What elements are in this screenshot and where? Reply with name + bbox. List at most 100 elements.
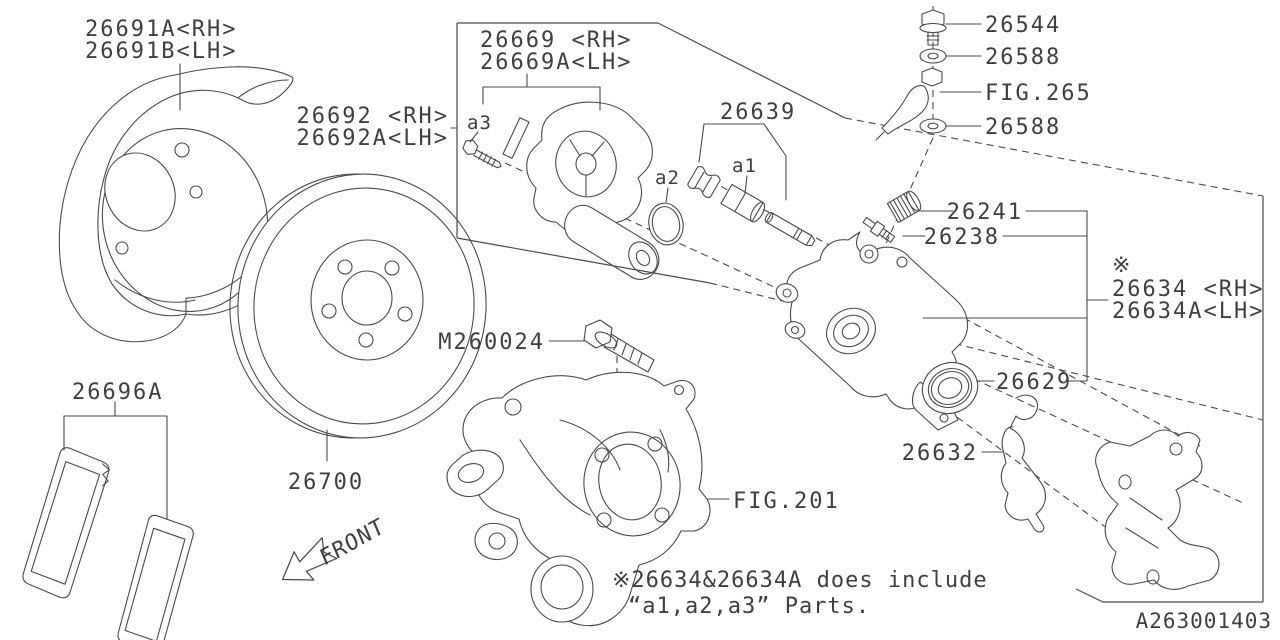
pad-outer-lining-line xyxy=(30,461,101,585)
caliper-bleeder-boss xyxy=(896,256,908,268)
callout-a2: a2 xyxy=(655,167,680,189)
knuckle-flange-hole-2 xyxy=(647,436,663,452)
label-26669-lh: 26669A<LH> xyxy=(480,50,632,75)
label-26629: 26629 xyxy=(996,370,1072,395)
knuckle-rib-2 xyxy=(519,439,591,516)
knuckle-flange-hole-3 xyxy=(654,507,670,523)
caliper-piston-bore-outer xyxy=(826,307,876,355)
knuckle-hub-cylinder xyxy=(530,555,594,623)
part-labels: 26691A<RH> 26691B<LH> 26669 <RH> 26669A<… xyxy=(72,13,1271,633)
support-bracket-rib-1 xyxy=(1129,497,1163,521)
label-26588-upper: 26588 xyxy=(985,45,1061,70)
washer-26588-lower-drawing xyxy=(919,118,947,134)
knuckle-rib-3 xyxy=(659,429,670,473)
boot-body xyxy=(687,165,721,198)
oring-inner xyxy=(651,206,681,242)
pin-sleeve-drawing xyxy=(720,183,766,223)
label-26691-lh: 26691B<LH> xyxy=(85,39,237,64)
washer-lower-inner xyxy=(927,122,939,130)
actuator-gear xyxy=(555,130,617,198)
knuckle-flange-hole-4 xyxy=(596,512,612,528)
front-arrow-label: FRONT xyxy=(317,514,389,572)
screw-a3-head xyxy=(462,139,479,155)
rotor-braking-surface-edge xyxy=(253,187,475,425)
label-26238: 26238 xyxy=(924,225,1000,250)
bolt-flange xyxy=(594,331,618,349)
cap-knurling xyxy=(889,193,916,222)
washer-lower-outer xyxy=(919,118,947,134)
pad-inner-outline xyxy=(117,514,194,640)
label-26639: 26639 xyxy=(720,100,796,125)
label-26544: 26544 xyxy=(985,13,1061,38)
shim-strip xyxy=(502,117,530,159)
label-m260024: M260024 xyxy=(438,330,545,355)
actuator-gear-spokes xyxy=(569,139,605,197)
banjo-bolt-flange xyxy=(919,22,947,34)
pad-outer-outline xyxy=(22,447,110,599)
boot-seal-mid1 xyxy=(927,368,973,408)
leader-26639-bracket xyxy=(698,123,787,201)
knuckle-flange-hole-1 xyxy=(594,447,610,463)
hose-curved-arm xyxy=(881,85,929,135)
backing-plate-detail-arc-1 xyxy=(114,279,196,303)
backing-plate-face-ring xyxy=(101,128,269,312)
knuckle-top-right-boss-hole xyxy=(673,384,685,396)
label-fig201: FIG.201 xyxy=(733,489,840,514)
pin-end xyxy=(764,211,774,224)
support-bracket-hole-1 xyxy=(1118,474,1132,490)
label-26241: 26241 xyxy=(947,200,1023,225)
bleeder-hex xyxy=(869,220,886,237)
label-26696a: 26696A xyxy=(72,380,163,405)
support-bracket-rib-2 xyxy=(1125,527,1159,549)
washer-26588-upper-drawing xyxy=(919,48,947,64)
leader-a3 xyxy=(469,131,479,143)
caliper-body-outline xyxy=(785,231,969,410)
caliper-ear-upper xyxy=(775,283,799,303)
guide-pin-axis-dashed xyxy=(699,174,1201,447)
slide-pin-drawing xyxy=(764,211,816,247)
pad-clip-wire xyxy=(1000,394,1046,533)
caliper-piston-bore-inner xyxy=(841,322,861,340)
leader-lines xyxy=(63,23,1109,520)
label-fig265: FIG.265 xyxy=(985,81,1092,106)
leader-26634-bracket xyxy=(922,210,1109,382)
front-direction-arrow: FRONT xyxy=(281,514,389,581)
rotor-hub xyxy=(310,239,424,361)
rotor-bolt-hole-3 xyxy=(321,303,337,319)
frame-bottom-edge xyxy=(1075,588,1263,603)
knuckle-bushing-arm xyxy=(446,449,504,498)
group-frame-lines xyxy=(456,22,1264,603)
backing-plate-center-hole xyxy=(104,152,176,232)
washer-upper-inner xyxy=(927,52,939,60)
front-arrow-outline xyxy=(281,537,338,581)
knuckle-hub-bore xyxy=(540,564,584,610)
knuckle-rib-1 xyxy=(559,419,621,471)
support-bracket-pin-boss-hole xyxy=(1169,442,1183,456)
caliper-support-bracket-drawing xyxy=(1095,429,1220,590)
oring-outer xyxy=(648,202,684,246)
support-bracket-outline xyxy=(1095,429,1220,590)
callout-a1: a1 xyxy=(732,155,757,177)
note-line2: “a1,a2,a3” Parts. xyxy=(628,594,870,619)
brake-pad-outer-drawing xyxy=(22,447,110,599)
banjo-bolt-26544-drawing xyxy=(919,9,947,46)
bleeder-shaft xyxy=(878,228,896,243)
rotor-center-hole xyxy=(341,270,393,326)
hose-fig265-drawing xyxy=(875,67,943,141)
caliper-ear-lower-hole xyxy=(790,325,800,335)
bolt-shaft xyxy=(603,333,655,373)
frame-top-diagonal xyxy=(657,22,846,119)
oring-a2-drawing xyxy=(648,202,684,246)
knuckle-flange-bore xyxy=(598,443,662,521)
boot-seal-inner xyxy=(937,377,963,399)
label-26691-rh: 26691A<RH> xyxy=(85,17,237,42)
caliper-ear-lower xyxy=(784,321,806,339)
sleeve-step-line xyxy=(734,191,747,213)
leader-a2 xyxy=(665,187,669,203)
note-line1: ※26634&26634A does include xyxy=(612,568,988,593)
callout-a3: a3 xyxy=(467,112,492,134)
backing-plate-hole-2 xyxy=(189,185,203,199)
caliper-ear-upper-hole xyxy=(782,288,792,298)
frame-bottom-diagonal xyxy=(456,237,711,284)
